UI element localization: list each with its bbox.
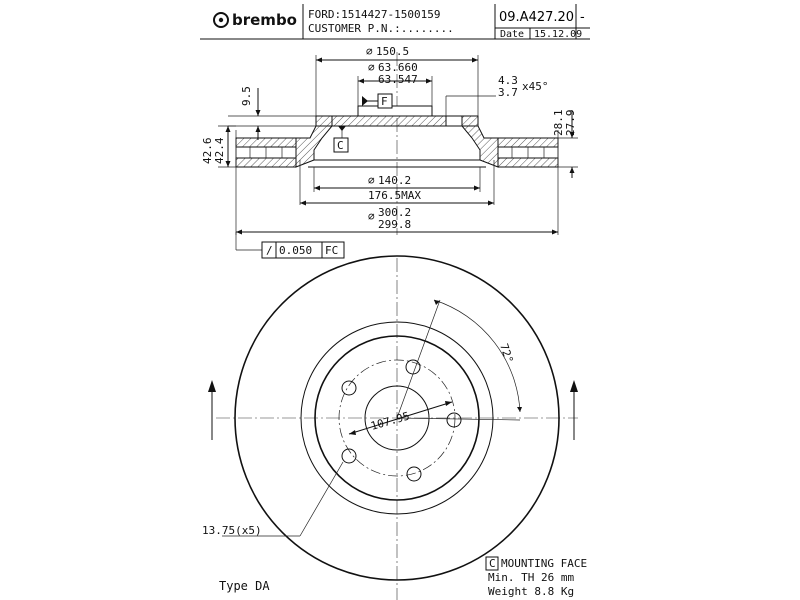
- hat-right: [461, 115, 499, 168]
- customer-pn: CUSTOMER P.N.:........: [308, 22, 454, 35]
- bolt-hole: [446, 412, 462, 428]
- dim-phi-300-symbol: ⌀: [368, 210, 375, 223]
- mounting-face-label: MOUNTING FACE: [501, 557, 587, 570]
- min-thickness: Min. TH 26 mm: [488, 571, 574, 584]
- disc-outer-edge: [234, 255, 560, 581]
- weight: Weight 8.8 Kg: [488, 585, 574, 598]
- section-arrow-right-icon: [570, 380, 578, 440]
- dim-42-4: 42.4: [213, 137, 226, 164]
- bolt-hole: [406, 466, 422, 482]
- dim-300-2: 300.2: [378, 206, 411, 219]
- date-label: Date: [500, 29, 524, 40]
- dim-42-6: 42.6: [201, 138, 214, 165]
- part-suffix: -: [580, 10, 585, 25]
- part-number: 09.A427.20: [499, 10, 574, 25]
- dim-holes: 13.75(x5): [202, 524, 262, 537]
- datum-f-box: [377, 93, 393, 109]
- dim-140-2: 140.2: [378, 174, 411, 187]
- runout-tolerance-frame: / 0.050 FC: [261, 241, 345, 259]
- dim-9-5: 9.5: [240, 86, 253, 106]
- brembo-logo-icon: [213, 12, 229, 28]
- bolt-hole: [341, 380, 357, 396]
- hub-circle: [314, 335, 480, 501]
- mounting-datum-box: [485, 556, 499, 571]
- dim-299-8: 299.8: [378, 218, 411, 231]
- dim-63-547: 63.547: [378, 73, 418, 86]
- datum-c-box: [333, 137, 349, 153]
- right-ring-bottom: [497, 157, 559, 168]
- dim-176-5-max: 176.5MAX: [368, 189, 421, 202]
- date-value: 15.12.09: [534, 29, 582, 40]
- datum-c: C: [337, 139, 344, 152]
- chamfer-3-7: 3.7: [498, 86, 518, 99]
- chamfer-angle: x45°: [522, 80, 549, 93]
- pcd-circle: [338, 359, 456, 477]
- title-block: brembo FORD:1514427-1500159 CUSTOMER P.N…: [200, 4, 590, 40]
- front-view: 72° 107.95 13.75(x5): [202, 255, 578, 600]
- dim-150-5: 150.5: [376, 45, 409, 58]
- chamfer-4-3: 4.3: [498, 74, 518, 87]
- datum-f: F: [381, 95, 388, 108]
- hub-plate: [331, 115, 463, 127]
- dim-phi-63-symbol: ⌀: [368, 61, 375, 74]
- section-arrow-left-icon: [208, 380, 216, 440]
- oem-number: FORD:1514427-1500159: [308, 8, 440, 21]
- section-view: ⌀ 150.5 ⌀ 63.660 63.547 4.3 3.7 x45° F C…: [201, 45, 578, 259]
- dim-27-9: 27.9: [564, 110, 577, 137]
- brand-logo-text: brembo: [232, 11, 297, 29]
- mounting-datum-letter: C: [489, 557, 496, 570]
- bolt-hole: [341, 448, 357, 464]
- right-ring-top: [497, 137, 559, 148]
- dim-phi-150-5-symbol: ⌀: [366, 45, 373, 58]
- dim-pcd: 107.95: [369, 409, 411, 432]
- left-ring-top: [235, 137, 297, 148]
- hat-outer-circle: [300, 321, 494, 515]
- runout-ref: FC: [325, 244, 338, 257]
- left-ring-bottom: [235, 157, 297, 168]
- runout-icon: /: [266, 244, 273, 257]
- dim-63-660: 63.660: [378, 61, 418, 74]
- center-bore: [364, 385, 430, 451]
- angle-72: 72°: [497, 342, 516, 365]
- footer-notes: Type DA C MOUNTING FACE Min. TH 26 mm We…: [219, 556, 587, 598]
- hat-left: [295, 115, 333, 168]
- disc-type: Type DA: [219, 579, 270, 593]
- dim-28-1: 28.1: [552, 110, 565, 137]
- runout-value: 0.050: [279, 244, 312, 257]
- dim-phi-140-symbol: ⌀: [368, 174, 375, 187]
